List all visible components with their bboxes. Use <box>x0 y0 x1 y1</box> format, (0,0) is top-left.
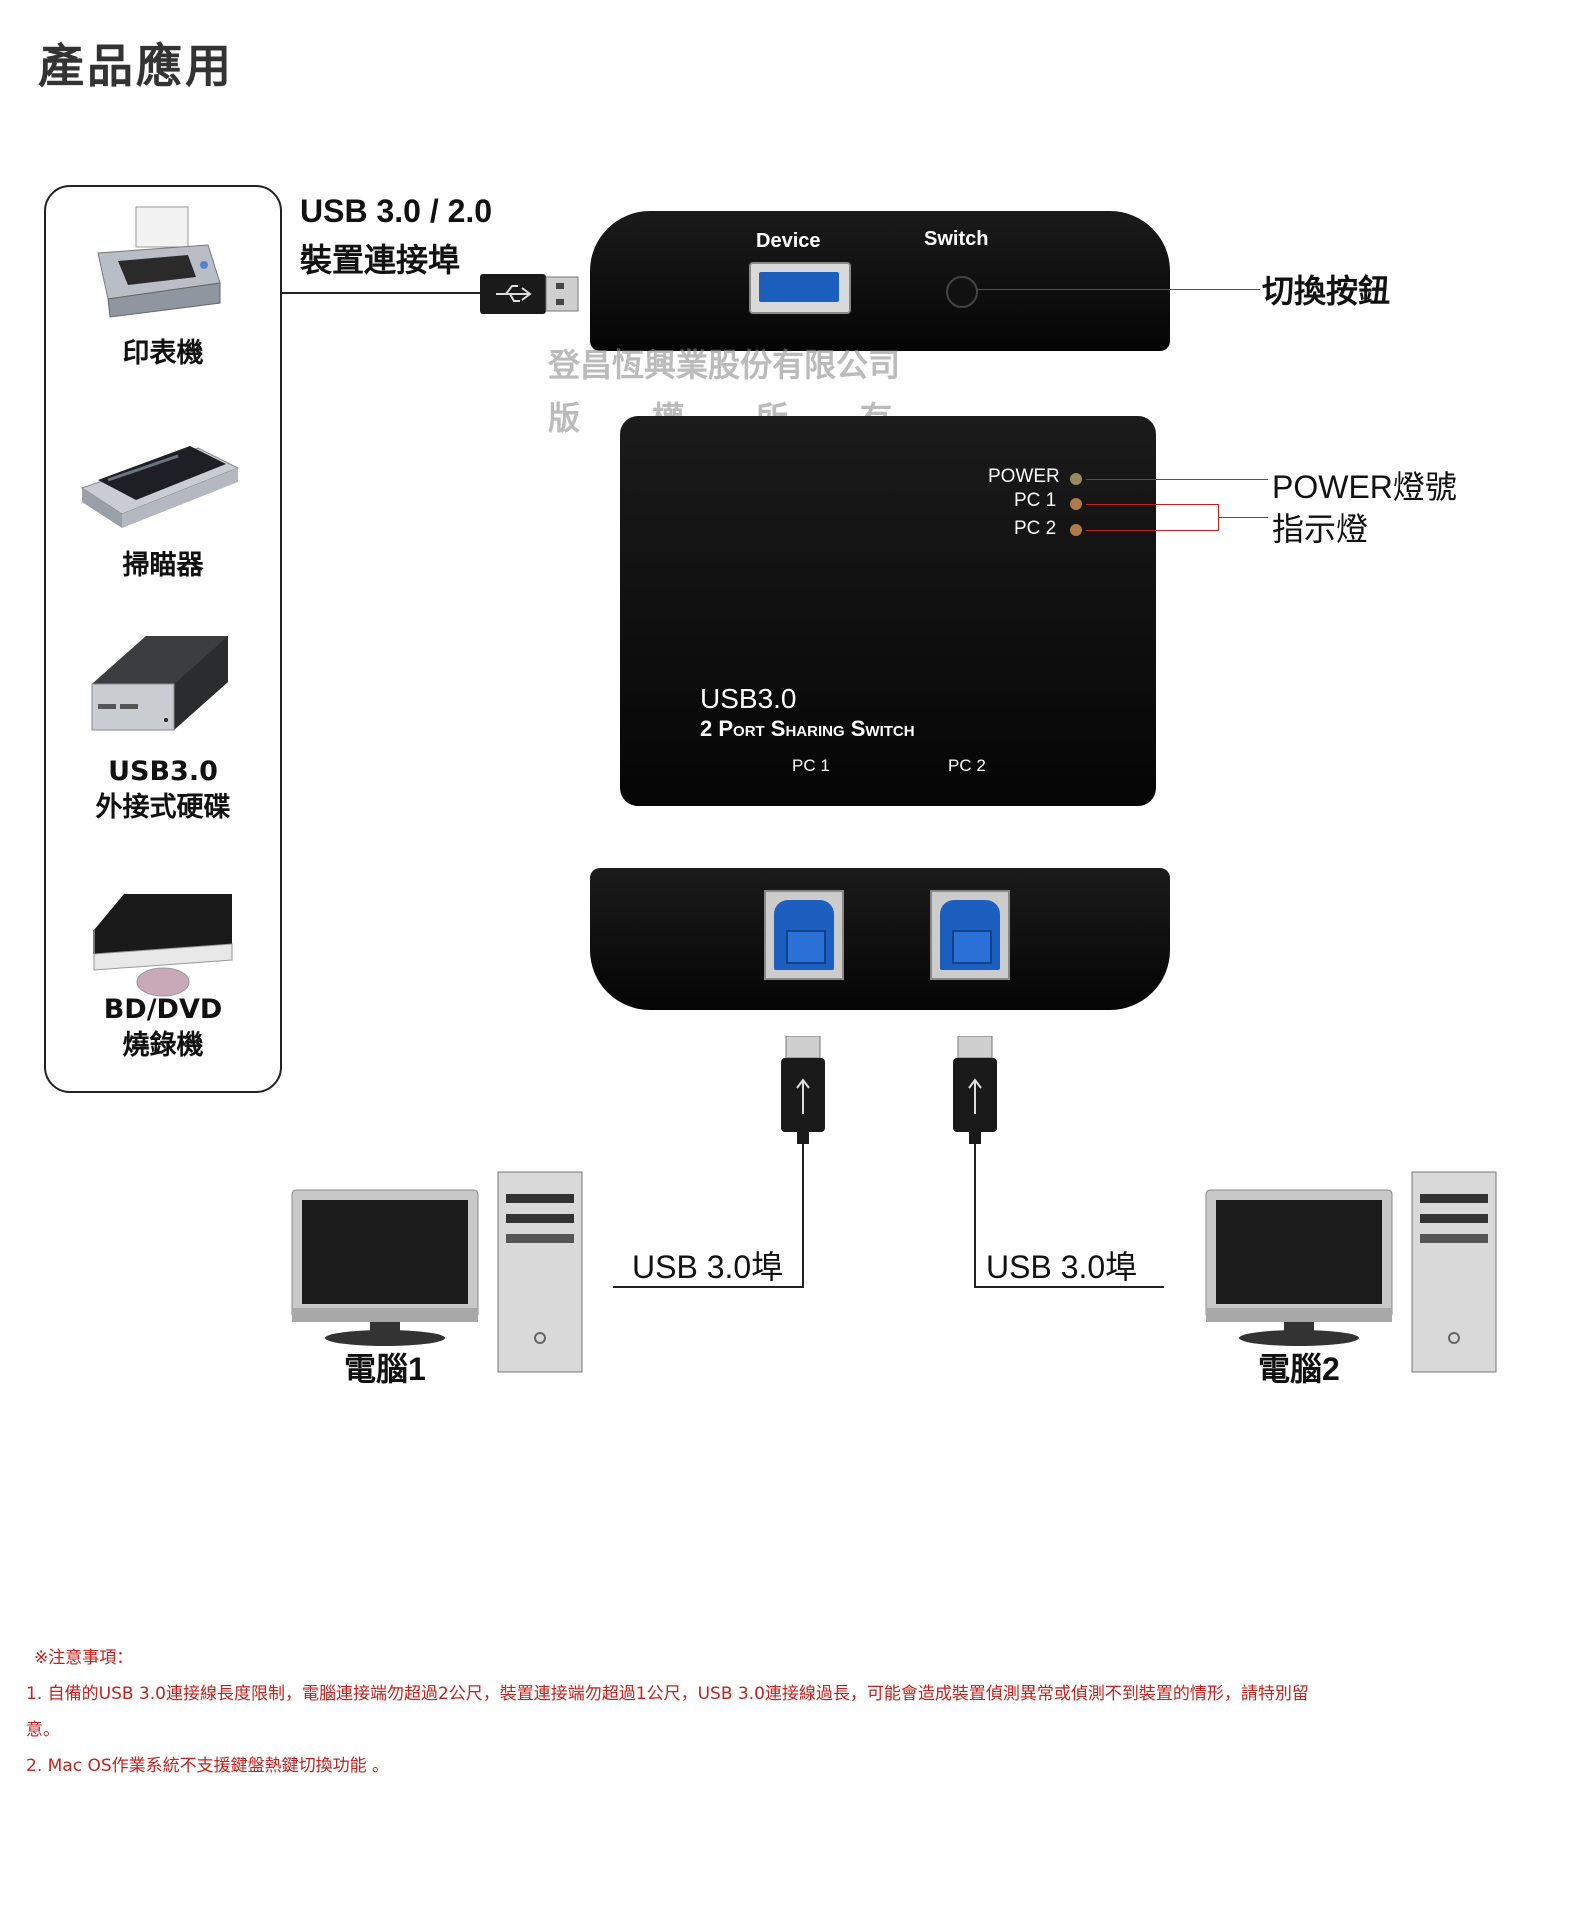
brand-product-name: 2 Port Sharing Switch <box>700 716 915 741</box>
brand-usb3: USB3.0 <box>700 683 797 714</box>
callout-usb-port-left: USB 3.0埠 <box>632 1249 784 1285</box>
switch-label: Switch <box>924 228 989 250</box>
cable-pc2-horizontal <box>974 1286 1164 1288</box>
switch-back-view <box>590 211 1170 351</box>
scanner-icon <box>80 446 240 528</box>
device-usb-port <box>749 262 851 314</box>
cable-pc2 <box>974 1144 976 1286</box>
device-label-optical-drive-2: 燒錄機 <box>122 1030 204 1061</box>
switch-callout-line <box>976 289 1260 290</box>
switch-button[interactable] <box>946 276 978 308</box>
device-port-label: Device <box>756 230 821 252</box>
callout-switch-button: 切換按鈕 <box>1262 273 1391 309</box>
callout-usb-port-right: USB 3.0埠 <box>986 1249 1138 1285</box>
cable-pc1 <box>802 1144 804 1286</box>
callout-indicator: 指示燈 <box>1272 511 1369 547</box>
optical-drive-icon <box>93 894 233 997</box>
note-item-1-line-2: 意。 <box>26 1720 60 1740</box>
printer-icon <box>97 206 221 318</box>
usb-plug-icon <box>953 1036 997 1144</box>
computer-2-icon <box>1205 1171 1497 1373</box>
device-cable-line <box>282 292 480 294</box>
hard-drive-icon <box>91 636 228 731</box>
notes-heading: ※注意事項： <box>34 1648 134 1668</box>
switch-front-view <box>620 416 1156 806</box>
usb-plug-icon <box>781 1036 825 1144</box>
watermark-company: 登昌恆興業股份有限公司 <box>548 346 901 384</box>
computer-2-label: 電腦2 <box>1258 1351 1340 1387</box>
power-led-callout-line <box>1086 479 1268 480</box>
led-label-pc1: PC 1 <box>1014 490 1057 511</box>
callout-device-port-line2: 裝置連接埠 <box>300 242 461 278</box>
led-label-power: POWER <box>988 466 1060 487</box>
switch-port-view <box>590 868 1170 1010</box>
watermark-char-1: 版 <box>548 399 581 437</box>
indicator-callout-line <box>1218 517 1268 518</box>
callout-power-led: POWER燈號 <box>1272 469 1457 505</box>
note-item-2: 2. Mac OS作業系統不支援鍵盤熱鍵切換功能 。 <box>26 1756 390 1776</box>
pc1-led <box>1070 498 1082 510</box>
device-label-printer: 印表機 <box>122 338 204 369</box>
note-item-1-line-1: 1. 自備的USB 3.0連接線長度限制，電腦連接端勿超過2公尺，裝置連接端勿超… <box>26 1684 1309 1704</box>
pc2-led-callout-line <box>1086 530 1218 531</box>
device-label-hard-drive-1: USB3.0 <box>108 756 218 787</box>
front-port-label-pc1: PC 1 <box>792 756 830 775</box>
cable-pc1-horizontal <box>613 1286 804 1288</box>
usb-plug-icon <box>480 274 579 314</box>
device-label-optical-drive-1: BD/DVD <box>103 994 223 1025</box>
page-title: 產品應用 <box>38 39 234 93</box>
computer-1-icon <box>291 1171 583 1373</box>
device-label-hard-drive-2: 外接式硬碟 <box>95 792 231 823</box>
pc2-usb-b-port <box>930 890 1010 980</box>
pc1-led-callout-line <box>1086 504 1218 505</box>
computer-1-label: 電腦1 <box>344 1351 426 1387</box>
callout-device-port-line1: USB 3.0 / 2.0 <box>300 193 493 229</box>
pc2-led <box>1070 524 1082 536</box>
device-label-scanner: 掃瞄器 <box>122 550 204 581</box>
front-port-label-pc2: PC 2 <box>948 756 986 775</box>
pc1-usb-b-port <box>764 890 844 980</box>
led-label-pc2: PC 2 <box>1014 518 1057 539</box>
power-led <box>1070 473 1082 485</box>
